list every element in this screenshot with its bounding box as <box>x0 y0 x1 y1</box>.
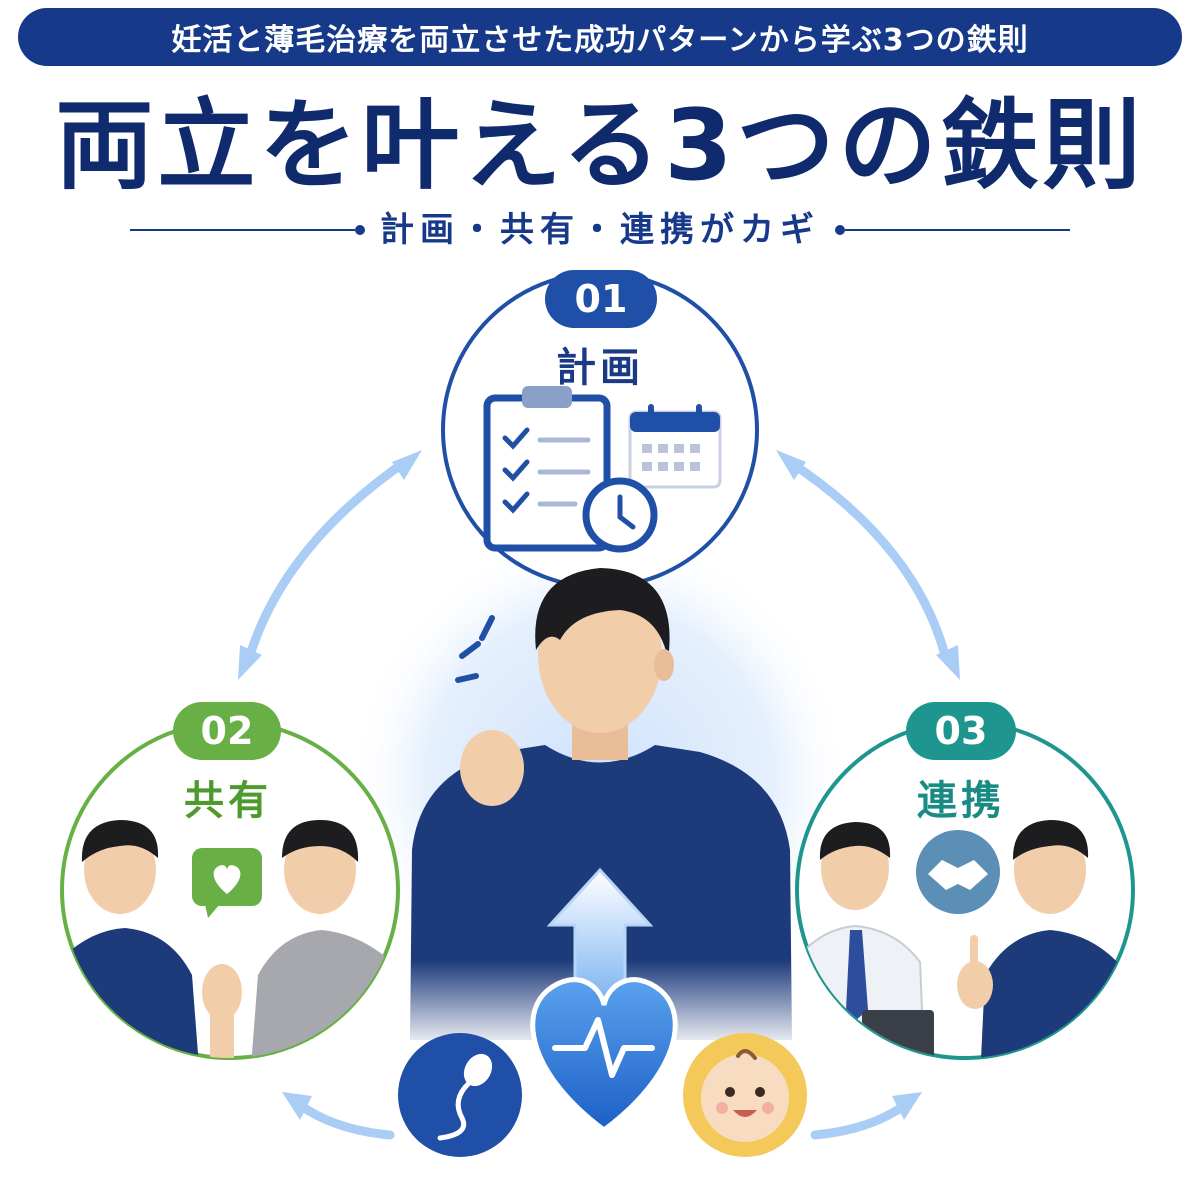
emphasis-lines <box>455 615 495 683</box>
clipboard-checklist-calendar-clock-icon <box>483 386 722 553</box>
rule-label-3: 連携 <box>917 778 1005 824</box>
arrow-plan-link <box>785 457 950 660</box>
subtitle-row: 計画・共有・連携がカギ <box>130 205 1070 255</box>
arrow-share-bottom <box>295 1100 395 1140</box>
rule-number-1: 01 <box>545 270 657 328</box>
heart-pulse-icon <box>530 977 678 1134</box>
arrow-link-bottom <box>810 1100 910 1140</box>
cycle-arrows <box>245 457 950 1140</box>
arrow-plan-share <box>245 457 410 660</box>
baby-face-icon <box>683 1033 807 1157</box>
rule-label-2: 共有 <box>184 778 272 824</box>
subtitle-divider-left <box>130 229 355 231</box>
subtitle: 計画・共有・連携がカギ <box>380 210 820 250</box>
handshake-icon <box>916 830 1000 914</box>
header-banner: 妊活と薄毛治療を両立させた成功パターンから学ぶ3つの鉄則 <box>18 8 1182 66</box>
page-title: 両立を叶える3つの鉄則 <box>55 89 1145 203</box>
subtitle-dot-right <box>835 225 845 235</box>
sperm-icon <box>398 1033 522 1157</box>
rule-label-1: 計画 <box>556 345 644 391</box>
rule-number-3: 03 <box>906 702 1016 760</box>
heart-speech-bubble-icon <box>192 848 262 918</box>
rule-number-2: 02 <box>173 702 281 760</box>
subtitle-divider-right <box>845 229 1070 231</box>
arrow-heads <box>238 450 960 1120</box>
subtitle-dot-left <box>355 225 365 235</box>
